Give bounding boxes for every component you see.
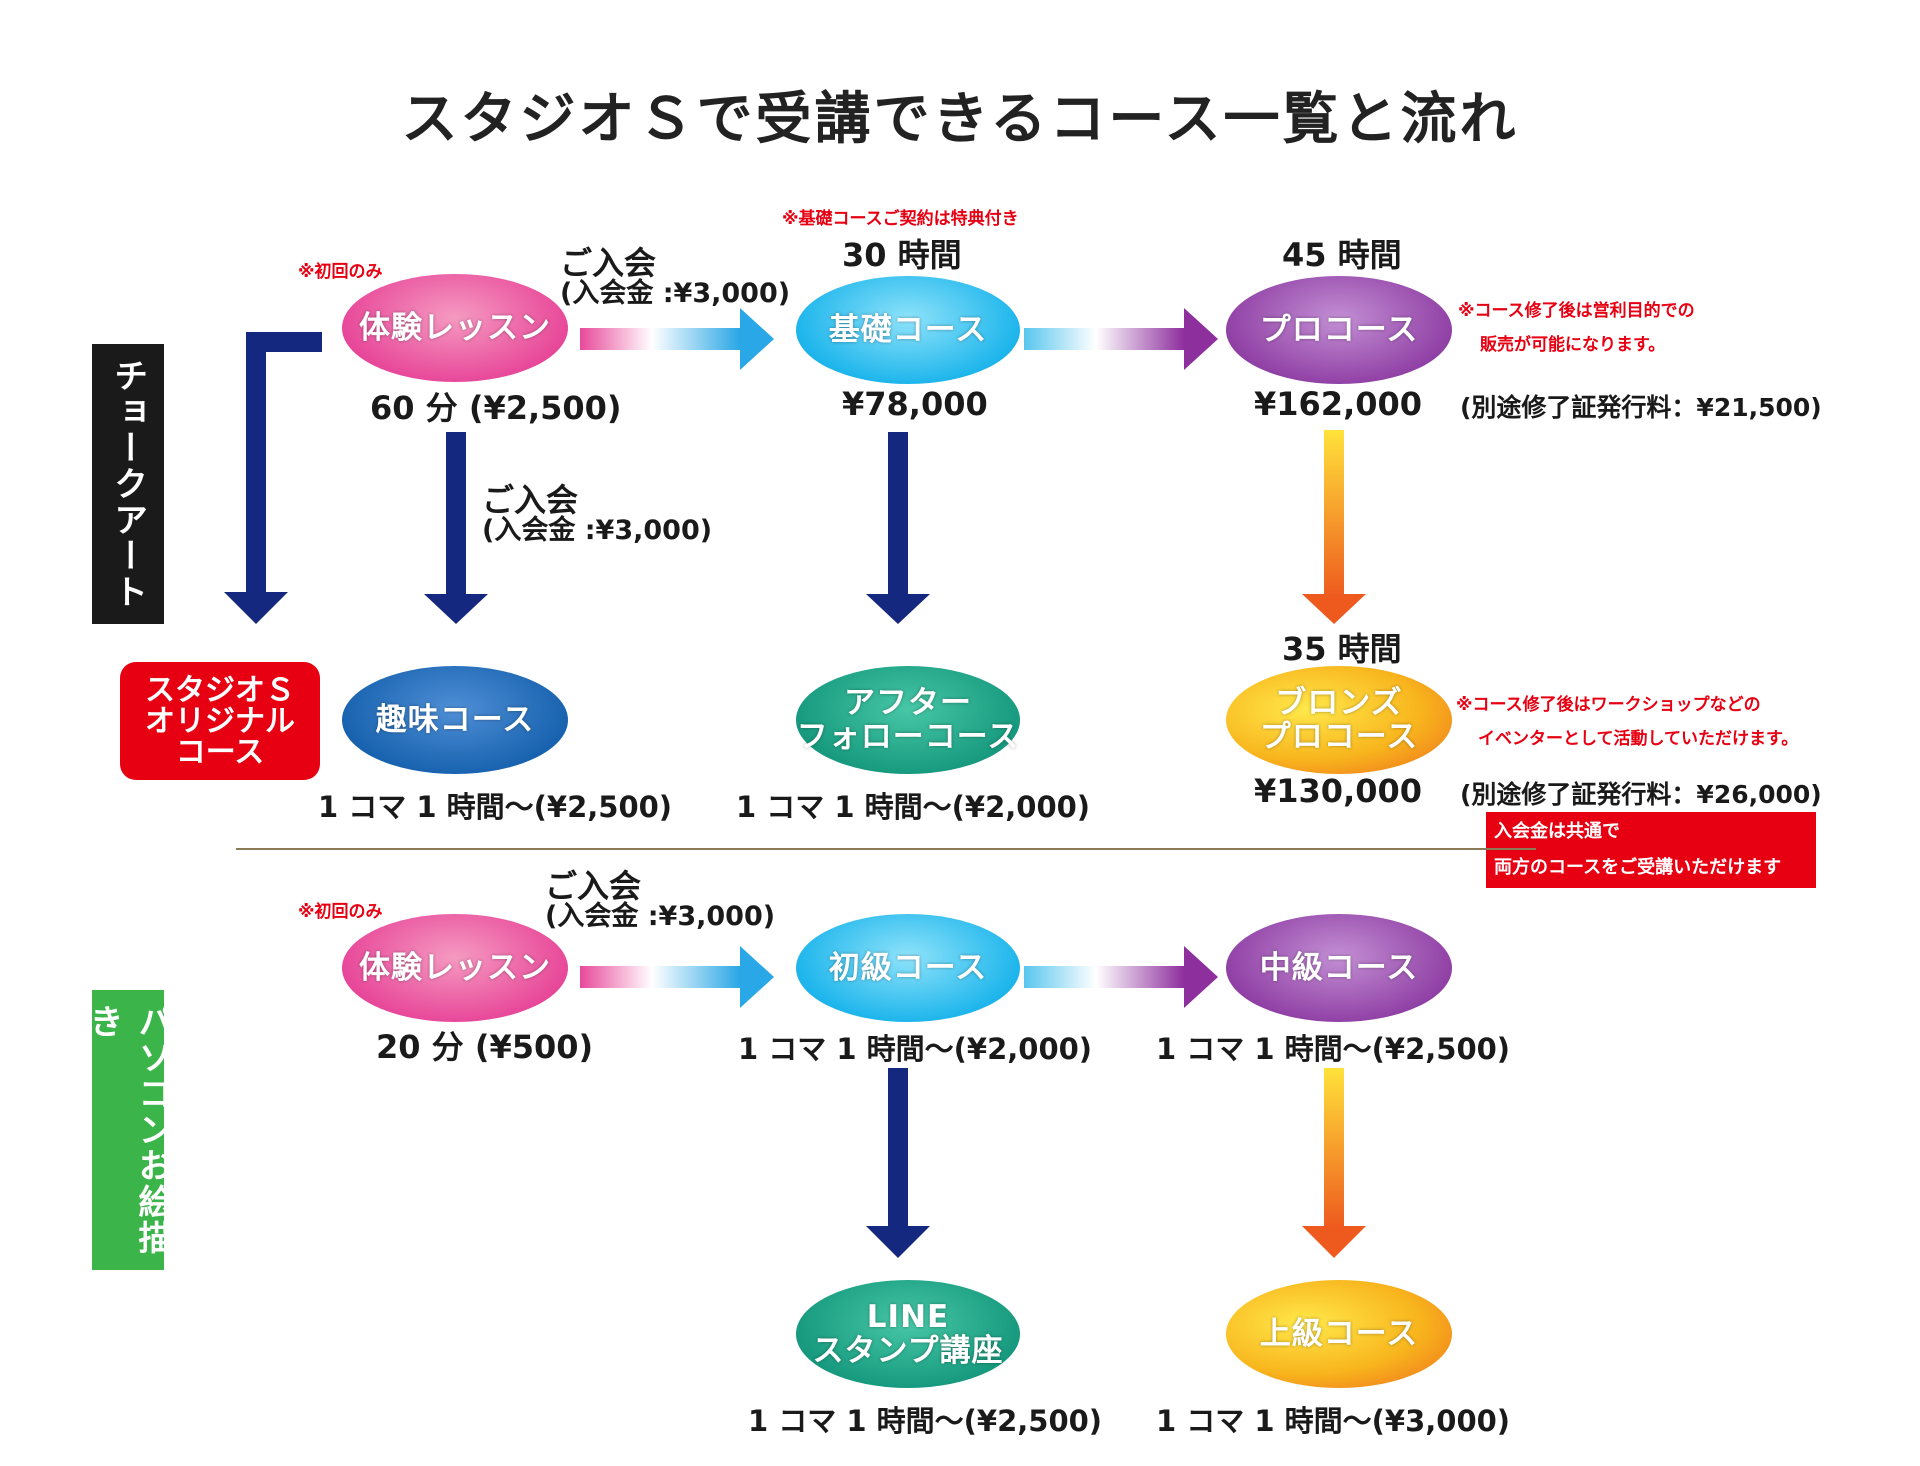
pc-trial-lesson-oval: 体験レッスン: [342, 914, 568, 1022]
arrow-pc-trial-to-beginner: [580, 946, 774, 1008]
pro-course-hours: 45 時間: [1282, 236, 1402, 274]
chalk-trial-note: ※初回のみ: [298, 262, 383, 282]
original-course-line-3: コース: [175, 734, 265, 770]
basic-course-name: 基礎コース: [828, 312, 988, 348]
intermediate-course-name: 中級コース: [1259, 950, 1419, 986]
line-stamp-line-2: スタンプ講座: [812, 1333, 1004, 1369]
pc-join-right-label: ご入会: [545, 867, 642, 905]
section-divider: [236, 848, 1536, 850]
chalk-join-down: ご入会 (入会金 :¥3,000): [482, 484, 712, 546]
bronze-course-note-2: イベンターとして活動していただけます。: [1478, 729, 1799, 749]
advanced-course-oval: 上級コース: [1226, 1280, 1452, 1388]
bronze-pro-course-oval: ブロンズ プロコース: [1226, 666, 1452, 774]
chalk-join-right: ご入会 (入会金 :¥3,000): [560, 247, 790, 309]
common-note-line-2: 両方のコースをご受講いただけます: [1494, 857, 1782, 878]
bronze-course-price: ¥130,000: [1254, 772, 1423, 810]
section-label-chalk-art: チョークアート: [107, 358, 148, 610]
common-note-line-1: 入会金は共通で: [1494, 821, 1620, 842]
pro-course-name: プロコース: [1259, 312, 1419, 348]
afterfollow-course-oval: アフター フォローコース: [796, 666, 1020, 774]
basic-course-note: ※基礎コースご契約は特典付き: [782, 209, 1019, 229]
beginner-course-oval: 初級コース: [796, 914, 1020, 1022]
advanced-course-name: 上級コース: [1259, 1316, 1419, 1352]
common-entry-fee-note: 入会金は共通で 両方のコースをご受講いただけます: [1486, 812, 1816, 888]
chalk-join-right-label: ご入会: [560, 244, 657, 282]
pc-trial-note: ※初回のみ: [298, 902, 383, 922]
line-stamp-line-1: LINE: [866, 1299, 950, 1335]
pc-trial-price: 20 分 (¥500): [376, 1028, 594, 1066]
arrow-beginner-to-line-stamp: [866, 1068, 930, 1258]
arrow-trial-to-hobby: [424, 432, 488, 624]
intermediate-course-oval: 中級コース: [1226, 914, 1452, 1022]
afterfollow-course-line-2: フォローコース: [796, 719, 1020, 755]
line-stamp-course-price: 1 コマ 1 時間～(¥2,500): [748, 1404, 1103, 1438]
arrow-intermediate-to-advanced: [1302, 1068, 1366, 1258]
hobby-course-name: 趣味コース: [375, 702, 535, 738]
bronze-course-line-2: プロコース: [1259, 719, 1419, 755]
chalk-join-down-fee: (入会金 :¥3,000): [482, 515, 713, 546]
chalk-trial-lesson-oval: 体験レッスン: [342, 274, 568, 382]
pro-course-oval: プロコース: [1226, 276, 1452, 384]
basic-course-oval: 基礎コース: [796, 276, 1020, 384]
pro-course-price: ¥162,000: [1254, 385, 1423, 423]
chalk-trial-price: 60 分 (¥2,500): [370, 389, 622, 427]
afterfollow-course-price: 1 コマ 1 時間～(¥2,000): [736, 790, 1091, 824]
section-tag-chalk-art: チョークアート: [92, 344, 164, 624]
pc-join-right: ご入会 (入会金 :¥3,000): [545, 870, 775, 932]
bronze-course-hours: 35 時間: [1282, 630, 1402, 668]
intermediate-course-price: 1 コマ 1 時間～(¥2,500): [1156, 1032, 1511, 1066]
arrow-trial-to-basic: [580, 308, 774, 370]
original-course-line-2: オリジナル: [145, 703, 295, 739]
arrow-pro-to-bronze: [1302, 430, 1366, 624]
arrow-trial-to-original: [224, 332, 322, 624]
page-title: スタジオＳで受講できるコース一覧と流れ: [401, 87, 1519, 152]
arrow-basic-to-pro: [1024, 308, 1218, 370]
basic-course-price: ¥78,000: [842, 385, 988, 423]
line-stamp-course-oval: LINE スタンプ講座: [796, 1280, 1020, 1388]
pro-course-note-1: ※コース修了後は営利目的での: [1458, 301, 1695, 321]
advanced-course-price: 1 コマ 1 時間～(¥3,000): [1156, 1404, 1511, 1438]
bronze-course-note-1: ※コース修了後はワークショップなどの: [1456, 695, 1761, 715]
chalk-trial-lesson-name: 体験レッスン: [359, 310, 551, 346]
studio-original-course-box: スタジオＳ オリジナル コース: [120, 662, 320, 780]
chalk-join-down-label: ご入会: [482, 481, 579, 519]
bronze-course-line-1: ブロンズ: [1275, 685, 1403, 721]
basic-course-hours: 30 時間: [842, 236, 962, 274]
beginner-course-name: 初級コース: [828, 950, 988, 986]
chalk-join-right-fee: (入会金 :¥3,000): [560, 278, 791, 309]
hobby-course-oval: 趣味コース: [342, 666, 568, 774]
pro-course-cert-fee: (別途修了証発行料：¥21,500): [1460, 393, 1822, 422]
bronze-course-cert-fee: (別途修了証発行料：¥26,000): [1460, 780, 1822, 809]
pro-course-note-2: 販売が可能になります。: [1480, 335, 1666, 355]
section-tag-pc-drawing: パソコンお絵描き: [83, 990, 172, 1270]
pc-trial-lesson-name: 体験レッスン: [359, 950, 551, 986]
arrow-basic-to-afterfollow: [866, 432, 930, 624]
original-course-line-1: スタジオＳ: [145, 672, 295, 708]
hobby-course-price: 1 コマ 1 時間～(¥2,500): [318, 790, 673, 824]
beginner-course-price: 1 コマ 1 時間～(¥2,000): [738, 1032, 1093, 1066]
section-label-pc-drawing: パソコンお絵描き: [83, 1004, 172, 1256]
afterfollow-course-line-1: アフター: [844, 685, 972, 721]
pc-join-right-fee: (入会金 :¥3,000): [545, 901, 776, 932]
arrow-beginner-to-intermediate: [1024, 946, 1218, 1008]
